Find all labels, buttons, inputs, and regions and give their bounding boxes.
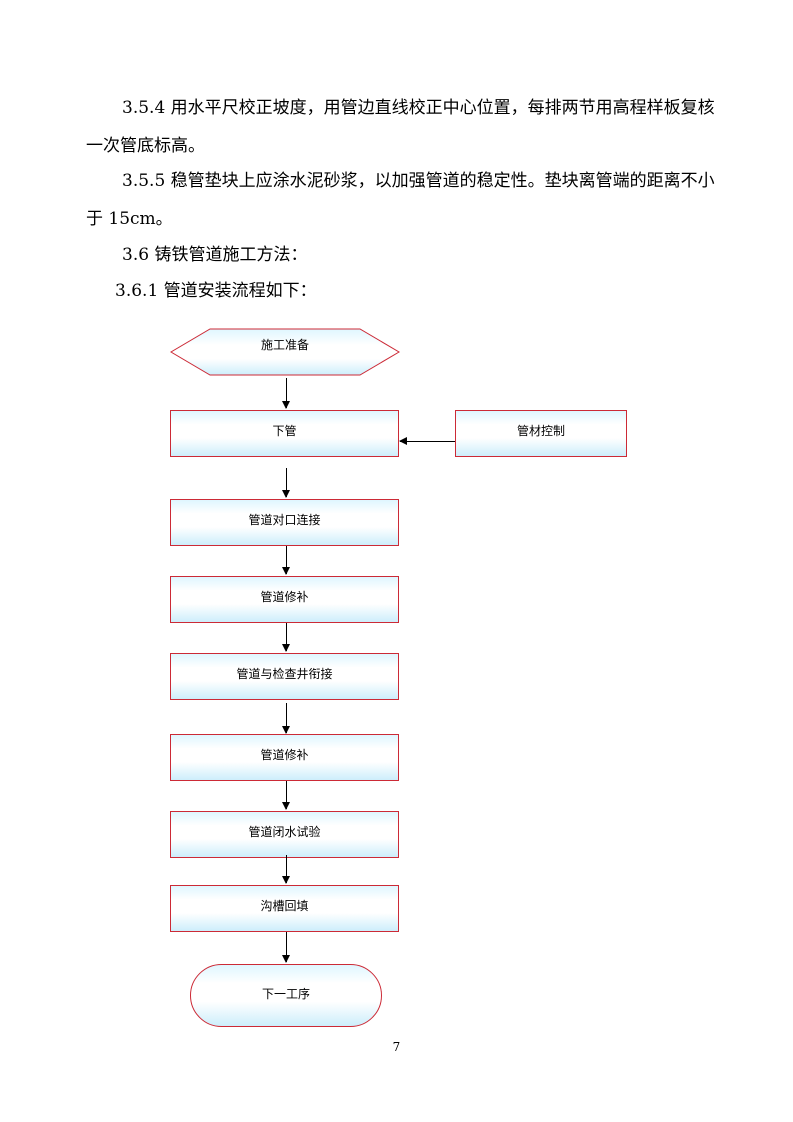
step-xiubu-2: 管道修补 xyxy=(170,734,399,781)
arrow-step7-to-end xyxy=(282,932,290,963)
arrow-step1-to-step2 xyxy=(282,468,290,498)
start-hexagon xyxy=(170,328,400,376)
step-label: 管道修补 xyxy=(260,748,309,762)
arrow-step5-to-step6 xyxy=(282,781,290,810)
arrow-step6-to-step7 xyxy=(282,855,290,884)
arrow-step4-to-step5 xyxy=(282,703,290,734)
arrow-step2-to-step3 xyxy=(282,546,290,575)
paragraph-text: 3.5.4 用水平尺校正坡度，用管边直线校正中心位置，每排两节用高程样板复核一次… xyxy=(86,98,715,156)
paragraph-3-5-5: 3.5.5 稳管垫块上应涂水泥砂浆，以加强管道的稳定性。垫块离管端的距离不小于 … xyxy=(86,162,726,238)
step-jianchajing-xianjie: 管道与检查井衔接 xyxy=(170,653,399,700)
step-goucao-huitian: 沟槽回填 xyxy=(170,885,399,932)
step-label: 管道与检查井衔接 xyxy=(236,667,333,681)
side-label: 管材控制 xyxy=(516,424,565,438)
arrow-side-to-step1 xyxy=(399,437,455,445)
step-xiaguan: 下管 xyxy=(170,410,399,457)
arrow-start-to-step1 xyxy=(282,378,290,409)
page-number: 7 xyxy=(392,1040,401,1054)
arrow-step3-to-step4 xyxy=(282,623,290,652)
step-label: 管道对口连接 xyxy=(248,513,321,527)
step-xiubu-1: 管道修补 xyxy=(170,576,399,623)
step-label: 管道修补 xyxy=(260,590,309,604)
step-label: 管道闭水试验 xyxy=(248,825,321,839)
step-label: 沟槽回填 xyxy=(260,899,309,913)
end-label: 下一工序 xyxy=(261,987,310,1001)
paragraph-3-5-4: 3.5.4 用水平尺校正坡度，用管边直线校正中心位置，每排两节用高程样板复核一次… xyxy=(86,89,726,165)
step-duikou-lianjie: 管道对口连接 xyxy=(170,499,399,546)
start-label: 施工准备 xyxy=(260,338,309,352)
end-xiayi-gongxu: 下一工序 xyxy=(190,964,382,1027)
heading-3-6: 3.6 铸铁管道施工方法： xyxy=(122,245,308,265)
step-bishui-shiyan: 管道闭水试验 xyxy=(170,811,399,858)
side-guancai-kongzhi: 管材控制 xyxy=(455,410,627,457)
paragraph-text: 3.5.5 稳管垫块上应涂水泥砂浆，以加强管道的稳定性。垫块离管端的距离不小于 … xyxy=(86,171,715,229)
heading-3-6-1: 3.6.1 管道安装流程如下： xyxy=(115,281,317,301)
step-label: 下管 xyxy=(272,424,297,438)
